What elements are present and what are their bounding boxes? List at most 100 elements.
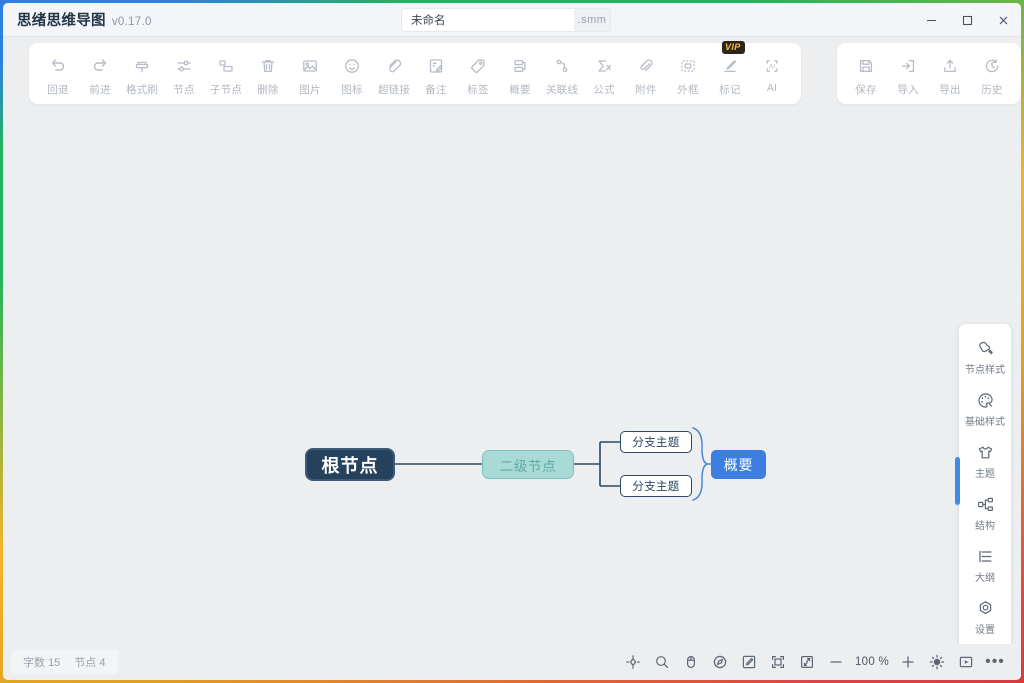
minimize-button[interactable] xyxy=(913,3,949,37)
undo-icon xyxy=(44,53,72,79)
toolbar-button-ai[interactable]: AI AI xyxy=(751,51,793,95)
toolbar-label: 标记 xyxy=(719,84,741,96)
toolbar-button-history[interactable]: 历史 xyxy=(971,51,1013,98)
toolbar-button-node[interactable]: 节点 xyxy=(163,51,205,98)
toolbar-label: 外框 xyxy=(677,84,699,96)
toolbar-button-outer-frame[interactable]: 外框 xyxy=(667,51,709,98)
palette-icon xyxy=(974,389,996,411)
mindmap-node-branch-1[interactable]: 分支主题 xyxy=(620,431,692,453)
word-count: 字数 15 xyxy=(23,654,60,670)
vip-badge: VIP xyxy=(722,41,745,54)
toolbar-button-delete[interactable]: 删除 xyxy=(247,51,289,98)
window-controls xyxy=(913,3,1021,37)
compass-button[interactable] xyxy=(708,650,732,674)
mouse-mode-button[interactable] xyxy=(679,650,703,674)
toolbar-button-relation-line[interactable]: 关联线 xyxy=(541,51,583,98)
sidebar-active-indicator xyxy=(955,457,960,505)
node-text: 二级节点 xyxy=(499,458,557,474)
node-count-label: 节点 xyxy=(74,657,97,669)
fit-frame-icon xyxy=(770,654,786,670)
toolbar-button-save[interactable]: 保存 xyxy=(845,51,887,98)
sidebar-item-base-style[interactable]: 基础样式 xyxy=(962,385,1008,431)
toolbar-button-hyperlink[interactable]: 超链接 xyxy=(373,51,415,98)
sidebar-item-label: 结构 xyxy=(975,521,995,532)
toolbar-button-redo[interactable]: 前进 xyxy=(79,51,121,98)
search-button[interactable] xyxy=(650,650,674,674)
brightness-button[interactable] xyxy=(925,650,949,674)
toolbar-label: 前进 xyxy=(89,84,111,96)
fit-frame-button[interactable] xyxy=(766,650,790,674)
toolbar-button-formula[interactable]: 公式 xyxy=(583,51,625,98)
toolbar-label: 删除 xyxy=(257,84,279,96)
close-button[interactable] xyxy=(985,3,1021,37)
brightness-icon xyxy=(929,654,945,670)
sidebar-item-settings[interactable]: 设置 xyxy=(962,593,1008,639)
zoom-in-icon xyxy=(900,654,916,670)
toolbar-button-summary[interactable]: 概要 xyxy=(499,51,541,98)
toolbar-label: AI xyxy=(766,82,778,94)
edit-button[interactable] xyxy=(737,650,761,674)
canvas-tools: 100 % xyxy=(621,650,1007,674)
toolbar-label: 子节点 xyxy=(209,84,243,96)
trash-icon xyxy=(254,53,282,79)
app-version-text: v0.17.0 xyxy=(111,16,152,28)
node-icon xyxy=(170,53,198,79)
format-brush-icon xyxy=(128,53,156,79)
save-icon xyxy=(852,53,880,79)
attachment-icon xyxy=(632,53,660,79)
child-node-icon xyxy=(212,53,240,79)
zoom-in-button[interactable] xyxy=(896,650,920,674)
sidebar-item-label: 设置 xyxy=(975,625,995,636)
expand-icon xyxy=(799,654,815,670)
node-text: 分支主题 xyxy=(632,481,680,493)
toolbar-label: 图标 xyxy=(341,84,363,96)
link-icon xyxy=(380,53,408,79)
zoom-out-button[interactable] xyxy=(824,650,848,674)
toolbar-button-note[interactable]: 备注 xyxy=(415,51,457,98)
toolbar-label: 图片 xyxy=(299,84,321,96)
status-bar: 字数 15 节点 4 xyxy=(3,644,1021,680)
expand-button[interactable] xyxy=(795,650,819,674)
mindmap-node-second-level[interactable]: 二级节点 xyxy=(482,450,574,479)
toolbar-label: 关联线 xyxy=(545,84,579,96)
presentation-button[interactable] xyxy=(954,650,978,674)
mindmap-node-root[interactable]: 根节点 xyxy=(305,448,395,481)
toolbar-button-import[interactable]: 导入 xyxy=(887,51,929,98)
toolbar-button-undo[interactable]: 回退 xyxy=(37,51,79,98)
mindmap-canvas[interactable]: 根节点 二级节点 分支主题 分支主题 概要 节点样式 xyxy=(3,119,1021,644)
sidebar-item-outline[interactable]: 大纲 xyxy=(962,541,1008,587)
toolbar-button-image[interactable]: 图片 xyxy=(289,51,331,98)
tag-icon xyxy=(464,53,492,79)
zoom-level-value[interactable]: 100 % xyxy=(854,656,890,668)
redo-icon xyxy=(86,53,114,79)
sidebar-item-node-style[interactable]: 节点样式 xyxy=(962,333,1008,379)
toolbar-button-attachment[interactable]: 附件 xyxy=(625,51,667,98)
emoji-icon xyxy=(338,53,366,79)
app-title-text: 思绪思维导图 xyxy=(17,13,106,29)
main-toolbar-panel: 回退 前进 格式刷 xyxy=(29,41,801,104)
locate-root-button[interactable] xyxy=(621,650,645,674)
toolbar-button-tag[interactable]: 标签 xyxy=(457,51,499,98)
node-count-value: 4 xyxy=(99,657,106,669)
toolbar-button-export[interactable]: 导出 xyxy=(929,51,971,98)
toolbar-button-format-brush[interactable]: 格式刷 xyxy=(121,51,163,98)
maximize-button[interactable] xyxy=(949,3,985,37)
mindmap-node-branch-2[interactable]: 分支主题 xyxy=(620,475,692,497)
toolbar-label: 标签 xyxy=(467,84,489,96)
more-button[interactable]: ••• xyxy=(983,650,1007,674)
toolbar-button-marker[interactable]: VIP 标记 xyxy=(709,41,751,98)
toolbar-button-emoji[interactable]: 图标 xyxy=(331,51,373,98)
mindmap-node-summary[interactable]: 概要 xyxy=(711,450,766,479)
sidebar-item-theme[interactable]: 主题 xyxy=(962,437,1008,483)
toolbar-button-child-node[interactable]: 子节点 xyxy=(205,51,247,98)
presentation-icon xyxy=(958,654,974,670)
filename-input[interactable] xyxy=(402,9,574,31)
edit-icon xyxy=(741,654,757,670)
sidebar-item-structure[interactable]: 结构 xyxy=(962,489,1008,535)
toolbar-label: 回退 xyxy=(47,84,69,96)
toolbar-label: 节点 xyxy=(173,84,195,96)
locate-root-icon xyxy=(625,654,641,670)
sidebar-item-label: 大纲 xyxy=(975,573,995,584)
node-text: 根节点 xyxy=(321,455,379,476)
